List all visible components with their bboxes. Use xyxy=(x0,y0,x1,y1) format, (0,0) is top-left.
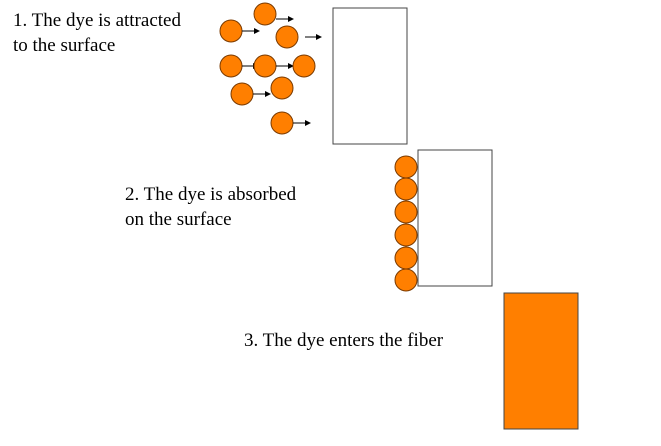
dye-molecule-4 xyxy=(219,54,259,78)
dye-molecule-8 xyxy=(270,76,294,100)
dye-molecule-2 xyxy=(219,19,260,43)
absorbed-dye-3 xyxy=(394,200,418,224)
absorbed-dye-4 xyxy=(394,223,418,247)
absorbed-dye-5 xyxy=(394,246,418,270)
step-1-label: 1. The dye is attracted to the surface xyxy=(13,8,181,58)
absorbed-dye-1 xyxy=(394,155,418,179)
step-2-line-2: on the surface xyxy=(125,209,232,230)
absorbed-dye-6 xyxy=(394,268,418,292)
step-2-label: 2. The dye is absorbed on the surface xyxy=(125,182,296,232)
dye-molecule-9 xyxy=(270,111,311,135)
dye-molecule-6 xyxy=(292,54,316,78)
absorbed-dye-2 xyxy=(394,177,418,201)
step-1-line-2: to the surface xyxy=(13,35,116,56)
fiber-stage-3-dyed xyxy=(503,292,579,430)
dye-molecule-7 xyxy=(230,82,271,106)
dye-molecule-3 xyxy=(275,25,322,49)
fiber-stage-2 xyxy=(417,149,493,287)
attracted-dye-group xyxy=(219,2,322,135)
absorbed-dye-layer xyxy=(394,155,418,292)
dye-molecule-1 xyxy=(253,2,294,26)
step-2-line-1: 2. The dye is absorbed xyxy=(125,184,297,205)
step-3-line-1: 3. The dye enters the fiber xyxy=(244,330,444,351)
step-1-line-1: 1. The dye is attracted xyxy=(13,10,181,31)
dye-molecule-5 xyxy=(253,54,294,78)
fiber-stage-1 xyxy=(332,7,408,145)
step-3-label: 3. The dye enters the fiber xyxy=(244,328,443,353)
